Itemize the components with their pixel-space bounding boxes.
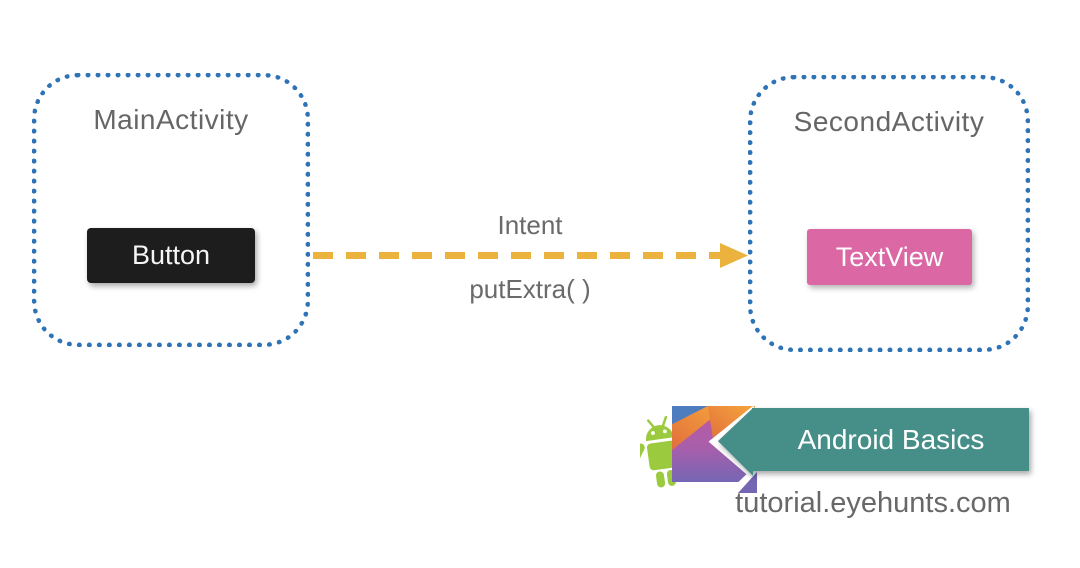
second-activity-title: SecondActivity: [793, 106, 985, 137]
website-text: tutorial.eyehunts.com: [735, 487, 1011, 519]
button-widget-label: Button: [131, 240, 211, 270]
intent-label: Intent: [497, 210, 563, 240]
ribbon-fold: [730, 464, 760, 494]
intent-arrow-icon: [313, 243, 748, 268]
banner-title: Android Basics: [797, 423, 985, 455]
main-activity-box: MainActivity: [32, 73, 310, 347]
putextra-label: putExtra( ): [469, 274, 591, 304]
banner-ribbon: [718, 408, 1029, 476]
button-widget: Button: [87, 228, 255, 283]
kotlin-logo-icon: [672, 406, 755, 482]
second-activity-box: SecondActivity: [748, 75, 1030, 352]
textview-widget-label: TextView: [835, 241, 944, 272]
textview-widget: TextView: [807, 229, 972, 285]
main-activity-title: MainActivity: [93, 104, 249, 135]
